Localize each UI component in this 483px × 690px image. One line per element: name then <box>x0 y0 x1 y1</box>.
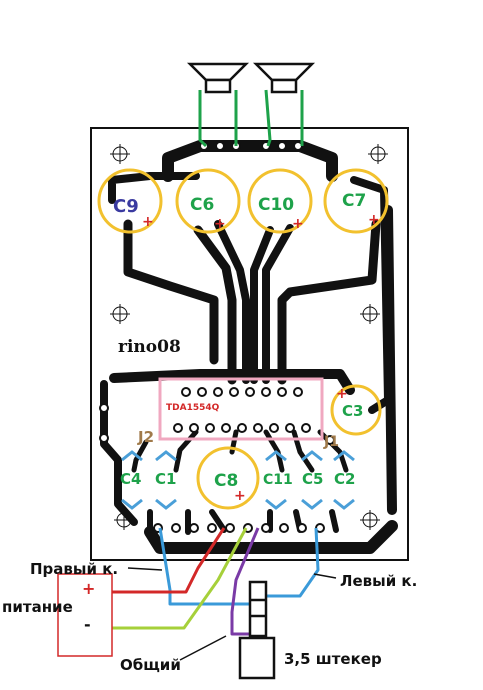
cap-c2-label: C2 <box>334 470 355 488</box>
cap-c4-label: C4 <box>120 470 141 488</box>
jack-plug-icon <box>238 580 276 680</box>
cap-c5-label: C5 <box>302 470 323 488</box>
speaker-wires <box>198 89 304 148</box>
copper-traces <box>100 140 398 554</box>
power-box <box>57 573 113 657</box>
cap-c8-label: C8 <box>214 471 238 491</box>
chip-label: TDA1554Q <box>166 403 220 413</box>
chip-outline <box>158 377 324 441</box>
cap-c3-label: C3 <box>342 402 363 420</box>
cap-c7-label: C7 <box>342 191 366 211</box>
cap-c10-plus: + <box>292 216 304 232</box>
label-pointers <box>127 567 337 661</box>
wire-right-channel <box>158 527 258 606</box>
cap-highlights <box>97 168 389 510</box>
power-label: питание <box>2 598 73 616</box>
cap-c10-label: C10 <box>258 195 294 215</box>
speaker-right <box>252 62 316 94</box>
jack-label: 3,5 штекер <box>284 650 382 668</box>
speaker-left <box>186 62 250 94</box>
jumper-j2-label: J2 <box>137 428 154 446</box>
cap-c7-plus: + <box>368 212 380 228</box>
left-channel-label: Левый к. <box>340 572 417 590</box>
cap-c1-label: C1 <box>155 470 176 488</box>
ceramic-cap-markers <box>121 450 355 510</box>
ic-pads <box>99 387 335 445</box>
power-minus-sign: - <box>84 615 91 634</box>
cap-c8-plus: + <box>234 488 246 504</box>
wire-power-minus <box>104 527 248 630</box>
author-label: rino08 <box>118 337 181 357</box>
cap-c11-label: C11 <box>263 472 293 488</box>
right-channel-label: Правый к. <box>30 560 118 578</box>
power-plus-sign: + <box>82 579 95 598</box>
cap-c9-plus: + <box>142 214 154 230</box>
wire-power-plus <box>104 527 226 594</box>
cap-c6-label: C6 <box>190 195 214 215</box>
wire-left-channel <box>258 527 320 598</box>
cap-c3-plus: + <box>336 386 348 402</box>
cap-c9-label: C9 <box>113 196 139 217</box>
common-label: Общий <box>120 656 181 674</box>
connector-pads <box>153 141 325 533</box>
cap-c6-plus: + <box>214 216 226 232</box>
wire-common <box>230 527 260 636</box>
external-wires <box>104 527 320 636</box>
jumper-j1-label: J1 <box>323 434 339 450</box>
mounting-holes <box>110 144 388 530</box>
